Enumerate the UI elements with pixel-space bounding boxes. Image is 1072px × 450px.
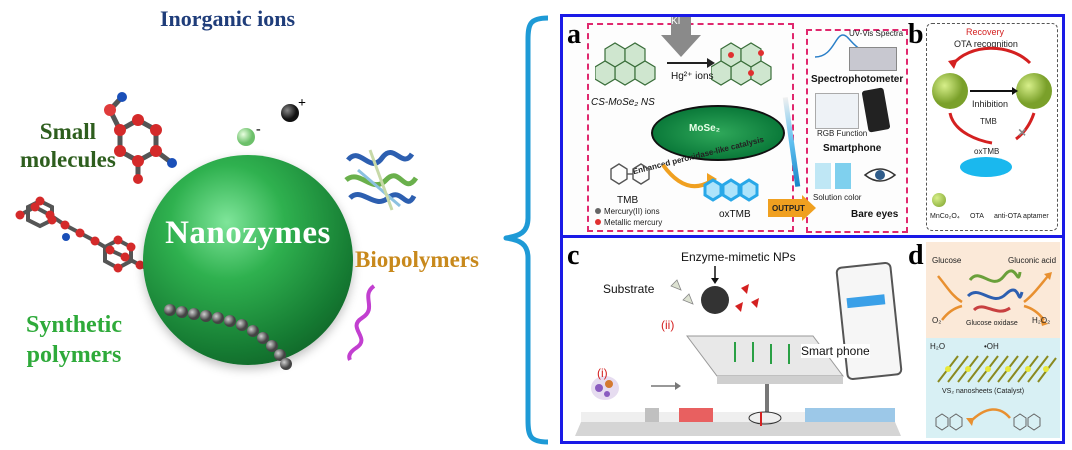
panel-d-catalyst: VS₂ nanosheets (Catalyst) [942,388,1025,395]
molecule-chain-icon [15,196,160,278]
panel-b-legend-3: anti-OTA aptamer [994,213,1049,220]
panel-b-legend-2: OTA [970,213,984,220]
panel-c-smart-phone: Smart phone [801,344,870,358]
label-synthetic-polymers: Synthetic polymers [26,310,122,370]
rgb-table [815,93,859,129]
panel-a-nanosheet: CS-MoSe₂ NS [591,97,655,108]
panel-c-substrate: Substrate [603,282,655,296]
label-synth-line2: polymers [26,342,122,368]
panel-b-label: b [908,19,924,50]
label-small-line2: molecules [20,147,116,172]
output-arrow-icon [768,195,816,221]
vs2-nanosheets-icon [937,355,1057,383]
panel-b-recovery: Recovery [966,27,1005,37]
label-synth-line1: Synthetic [26,312,122,338]
panel-d-o2: O₂ [932,316,942,325]
spectrophotometer-icon [849,47,897,71]
panel-c-enzyme: Enzyme-mimetic NPs [681,250,796,264]
application-panels-frame: a KI Hg²⁺ ions CS-MoSe₂ N [560,14,1065,444]
catalysis-ellipse [651,105,785,161]
label-small-line1: Small [39,119,97,144]
panel-b-legend-ball [932,193,946,207]
down-arrow-icon [661,17,701,57]
panel-a-center: MoSe₂ [689,123,721,134]
panel-b-tmb: TMB [980,117,997,126]
panel-a-ions: Hg²⁺ ions [671,71,714,82]
tmb-molecule-icon [610,163,650,185]
panel-a-output: OUTPUT [772,204,805,213]
panel-a: a KI Hg²⁺ ions CS-MoSe₂ N [563,17,908,235]
synthetic-polymer-beads-icon [164,304,292,370]
panel-b-legend-1: MnCo₂O₄ [930,213,960,220]
panel-c-step-i: (i) [597,366,608,380]
ion-minus: - [256,122,261,137]
panel-c: c Enzyme-mimetic NPs Substrate (ii) [563,238,908,441]
oxtmb-molecule-icon [703,178,759,202]
panel-a-label: a [567,19,581,50]
ion-spheres-icon [237,104,299,146]
panel-b-cycle-icon: × [932,46,1052,145]
panel-d-gluconic: Gluconic acid [1008,256,1057,265]
panel-b-box [926,23,1058,231]
panel-a-legend-2: Metallic mercury [595,218,662,227]
label-biopolymers: Biopolymers [355,247,479,272]
label-inorganic-ions: Inorganic ions [160,6,296,31]
panel-d-arrows-icon [937,272,1052,326]
svg-text:×: × [1018,124,1026,140]
panel-d-h2o: H₂O [930,342,946,351]
label-small-molecules: Small molecules [20,118,116,174]
nanoparticle-icon [670,266,759,314]
pink-biopolymer-icon [347,284,376,361]
panel-d-glucose-oxidase: Glucose oxidase [966,320,1018,327]
panel-divider [563,235,1062,238]
panel-a-spectrophotometer: Spectrophotometer [811,74,904,85]
panel-d-bottom-molecules-icon [935,408,1041,431]
panel-d: d Glucose Gluconic acid O₂ Glucose oxida… [908,238,1062,441]
panel-a-tmb: TMB [617,195,639,206]
panel-b-oxtmb-blob [960,157,1012,177]
panel-a-solution: Solution color [813,193,862,202]
panel-a-smartphone: Smartphone [823,143,882,154]
panel-a-oxtmb: oxTMB [719,209,751,220]
panel-a-top-text: KI [671,17,681,27]
nanosheet-icon [595,42,656,86]
panel-a-bare-eyes: Bare eyes [851,209,899,220]
panel-d-h2o2: H₂O₂ [1032,316,1051,325]
test-strip-icon [575,335,901,436]
panel-a-rgb: RGB Function [817,129,868,138]
nanozyme-overview: Inorganic ions Small molecules - + [0,0,520,450]
phone-screen-bar [846,294,886,309]
panel-d-glucose: Glucose [932,256,962,265]
right-arrow-icon [667,58,715,68]
glucose-oxidase-icon [966,269,1024,313]
nanozyme-label: Nanozymes [165,215,331,251]
small-molecule-icon [104,92,177,184]
protein-biopolymer-icon [344,149,419,211]
panel-a-right-box [806,29,908,233]
panel-b-ota-recognition: OTA recognition [954,39,1018,49]
panel-b-oxtmb: oxTMB [974,147,1000,156]
smart-phone-icon [835,261,903,381]
panel-a-spectro-top: UV-Vis Spectra [849,29,904,38]
nanosheet-mercury-icon [711,42,772,86]
panel-b: b Recovery OTA recognition × Inhibition … [908,17,1062,235]
panel-c-step-ii: (ii) [661,318,675,332]
ion-plus: + [298,96,306,111]
solution-vials [815,163,851,189]
panel-c-label: c [567,240,580,271]
panel-d-label: d [908,240,924,271]
eye-icon [863,168,897,182]
panel-d-oh: •OH [984,342,999,351]
panel-b-inhibition: Inhibition [972,99,1009,109]
panel-a-legend-1: Mercury(II) ions [595,207,660,216]
